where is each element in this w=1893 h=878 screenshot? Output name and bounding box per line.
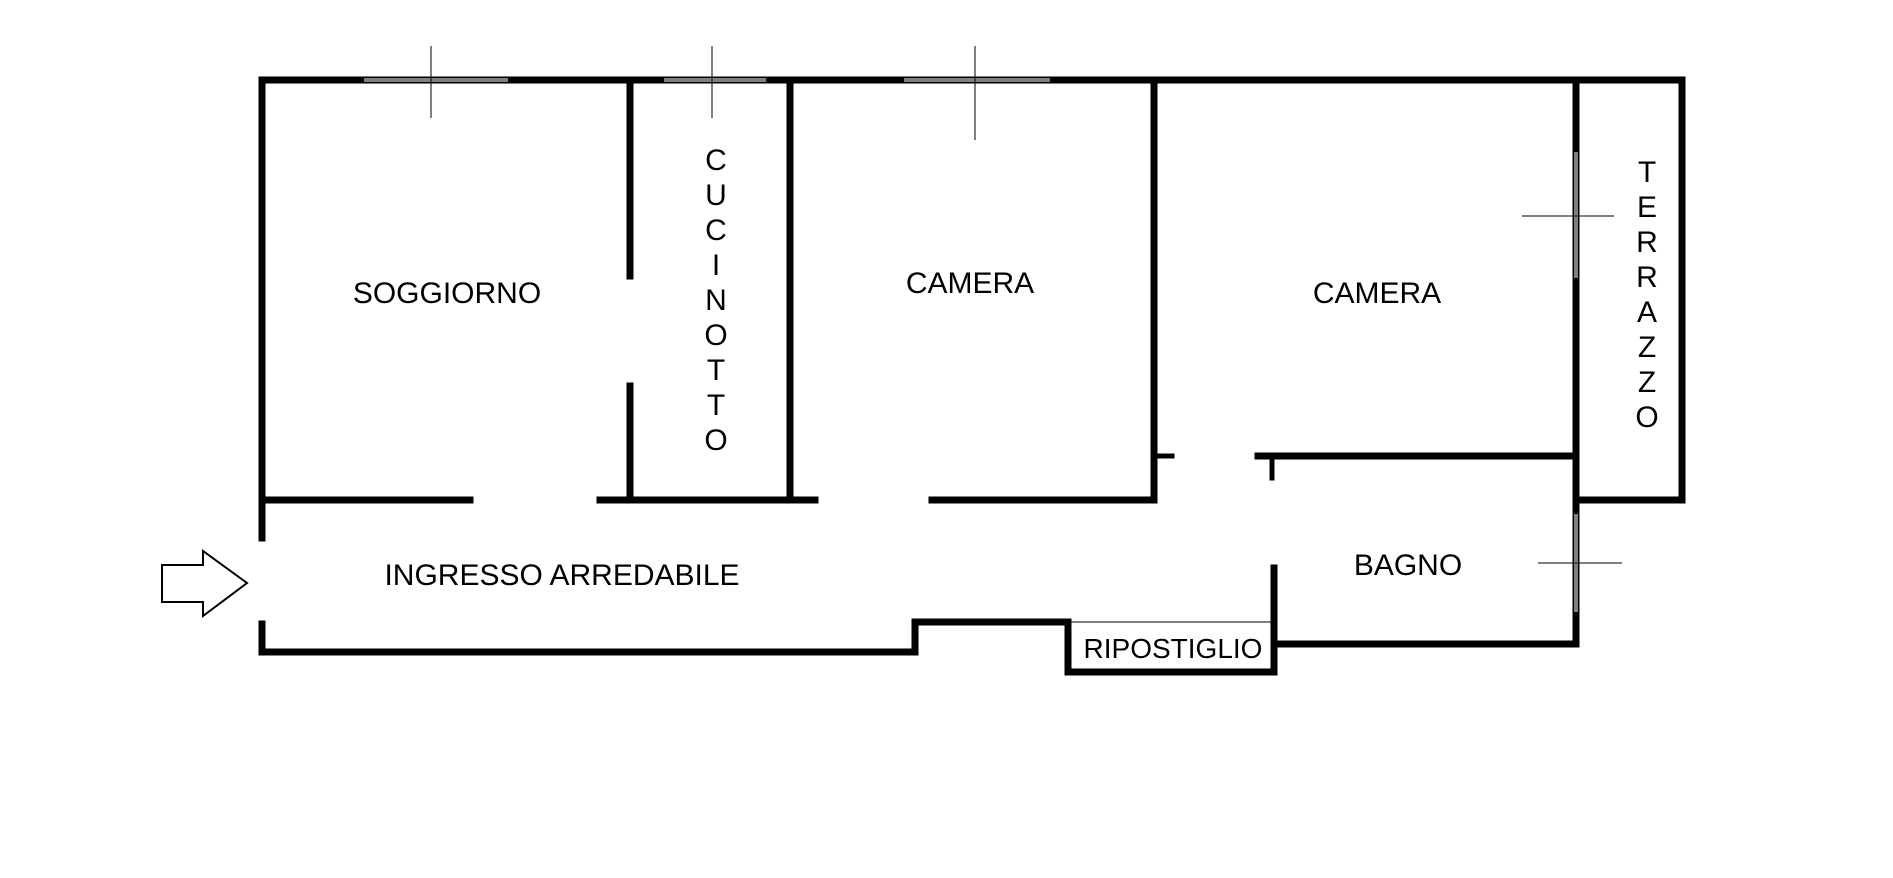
walls xyxy=(258,76,1686,676)
room-label-bagno: BAGNO xyxy=(1354,549,1462,582)
room-label-camera-1: CAMERA xyxy=(906,267,1034,300)
windows xyxy=(364,46,1622,612)
room-label-camera-2: CAMERA xyxy=(1313,277,1441,310)
room-label-soggiorno: SOGGIORNO xyxy=(353,277,541,310)
room-label-ripostiglio: RIPOSTIGLIO xyxy=(1084,633,1263,664)
room-label-ingresso: INGRESSO ARREDABILE xyxy=(384,559,739,592)
entrance-arrow-icon xyxy=(161,549,249,618)
